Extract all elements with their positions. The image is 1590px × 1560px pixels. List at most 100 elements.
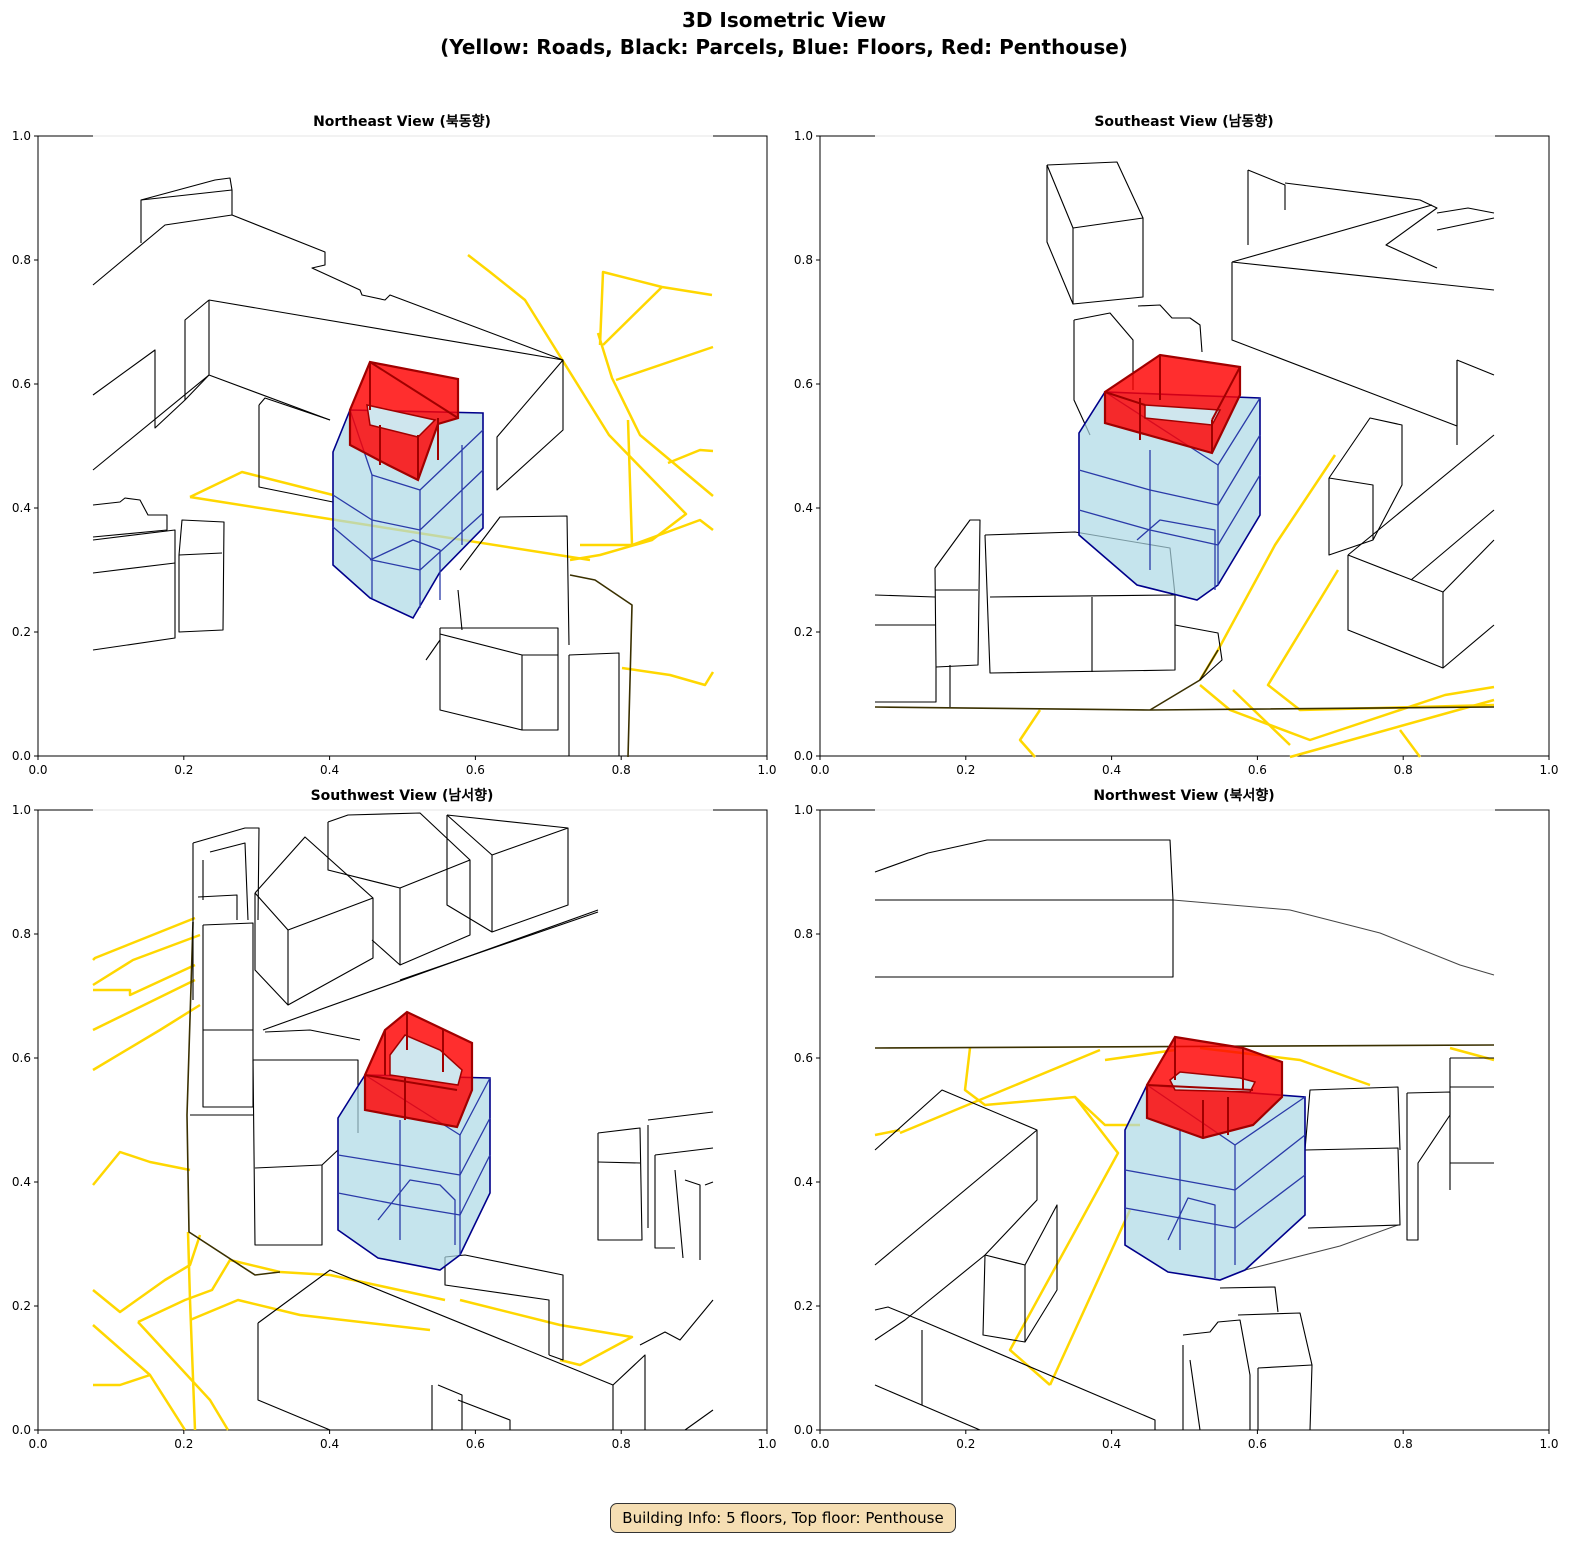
- x-tick-label: 0.8: [612, 763, 631, 777]
- y-tick-label: 0.8: [12, 927, 31, 941]
- x-tick-label: 0.0: [28, 763, 47, 777]
- floor-edge: [1078, 474, 1261, 546]
- road-line: [92, 1150, 191, 1186]
- parcel-outline: [208, 299, 564, 491]
- road-line: [621, 666, 715, 687]
- road-line: [92, 1003, 201, 1072]
- y-tick-label: 0.0: [794, 1423, 813, 1437]
- parcel-outline: [399, 911, 599, 981]
- parcel-outline: [654, 1147, 714, 1156]
- x-tick-label: 0.6: [1248, 763, 1267, 777]
- x-tick-label: 0.2: [956, 763, 975, 777]
- y-tick-label: 0.6: [794, 1051, 813, 1065]
- parcel-outline: [197, 894, 238, 920]
- road-line: [615, 345, 714, 382]
- parcel-outline: [92, 374, 210, 471]
- parcel-outline: [1182, 1319, 1251, 1430]
- parcel-outline: [1347, 555, 1495, 669]
- building-info-box: Building Info: 5 floors, Top floor: Pent…: [610, 1503, 956, 1533]
- road-line: [467, 254, 688, 562]
- floor-edge: [337, 1154, 491, 1216]
- parcel-outline: [92, 214, 564, 361]
- penthouse-edge: [1104, 391, 1146, 406]
- x-tick-label: 0.0: [28, 1437, 47, 1451]
- road-line: [1018, 709, 1042, 758]
- x-tick-label: 0.0: [810, 1437, 829, 1451]
- parcel-outline: [684, 1409, 714, 1431]
- floor-edge: [1078, 434, 1261, 506]
- parcel-outline: [446, 814, 569, 933]
- parcel-outline: [1237, 1312, 1313, 1431]
- road-line: [189, 1298, 431, 1332]
- x-tick-label: 0.4: [320, 763, 339, 777]
- y-tick-label: 0.2: [794, 1299, 813, 1313]
- road-line: [186, 1231, 197, 1431]
- panel-title-southeast: Southeast View (남동향): [1094, 113, 1273, 130]
- parcel-outline: [647, 1111, 714, 1121]
- y-tick-label: 0.6: [794, 377, 813, 391]
- parcel-line: [1244, 1224, 1399, 1271]
- parcel-outline: [704, 1181, 714, 1186]
- x-tick-label: 0.4: [1102, 1437, 1121, 1451]
- road-parcel-edge: [569, 574, 633, 758]
- parcel-outline: [874, 1089, 1038, 1341]
- parcel-outline: [597, 1127, 643, 1241]
- y-tick-label: 0.8: [794, 927, 813, 941]
- road-line: [667, 448, 714, 465]
- parcel-outline: [264, 1029, 361, 1041]
- road-line: [1199, 684, 1495, 742]
- y-tick-label: 1.0: [794, 803, 813, 817]
- y-tick-label: 0.0: [12, 1423, 31, 1437]
- parcel-outline: [874, 1306, 1156, 1430]
- x-tick-label: 1.0: [1539, 763, 1558, 777]
- penthouse-edge: [364, 1074, 458, 1091]
- figure-title: 3D Isometric View: [682, 8, 886, 32]
- parcel-outline: [674, 1169, 684, 1259]
- road-line: [1232, 689, 1291, 746]
- road-line: [92, 978, 196, 1032]
- parcel-outline: [1247, 169, 1286, 210]
- road-line: [598, 270, 713, 346]
- parcel-outline: [457, 589, 463, 631]
- road-line: [899, 1048, 1101, 1135]
- x-tick-label: 0.6: [466, 763, 485, 777]
- road-line: [189, 470, 334, 499]
- road-line: [92, 933, 201, 987]
- parcel-outline: [1436, 217, 1495, 231]
- parcel-outline: [184, 299, 210, 401]
- penthouse-edge: [1211, 366, 1241, 421]
- y-tick-label: 0.0: [12, 749, 31, 763]
- parcel-outline: [257, 1323, 331, 1431]
- parcel-outline: [258, 397, 331, 421]
- y-tick-label: 0.4: [12, 501, 31, 515]
- x-tick-label: 1.0: [1539, 1437, 1558, 1451]
- road-line: [459, 1298, 634, 1367]
- road-line: [1048, 1209, 1132, 1386]
- floor-edge: [1167, 1197, 1216, 1278]
- parcel-outline: [684, 1179, 701, 1260]
- parcel-outline: [1257, 1364, 1313, 1369]
- parcel-outline: [1174, 624, 1223, 681]
- parcel-outline: [209, 842, 249, 921]
- floor-edge: [377, 1179, 456, 1245]
- road-line: [1398, 729, 1422, 758]
- x-tick-label: 1.0: [757, 763, 776, 777]
- parcel-outline: [568, 652, 620, 756]
- road-line: [92, 1234, 202, 1314]
- parcel-outline: [1406, 1093, 1451, 1241]
- parcel-outline: [192, 827, 260, 921]
- y-tick-label: 0.8: [12, 253, 31, 267]
- parcel-outline: [1456, 359, 1495, 376]
- parcel-outline: [1328, 417, 1403, 556]
- y-tick-label: 0.2: [794, 625, 813, 639]
- parcel-outline: [439, 627, 559, 731]
- parcel-outline: [1347, 434, 1495, 556]
- road-line: [93, 963, 196, 997]
- floor-edge: [369, 539, 441, 600]
- penthouse-edge: [1146, 1084, 1254, 1091]
- y-tick-label: 0.2: [12, 1299, 31, 1313]
- x-tick-label: 0.6: [466, 1437, 485, 1451]
- x-tick-label: 0.6: [1248, 1437, 1267, 1451]
